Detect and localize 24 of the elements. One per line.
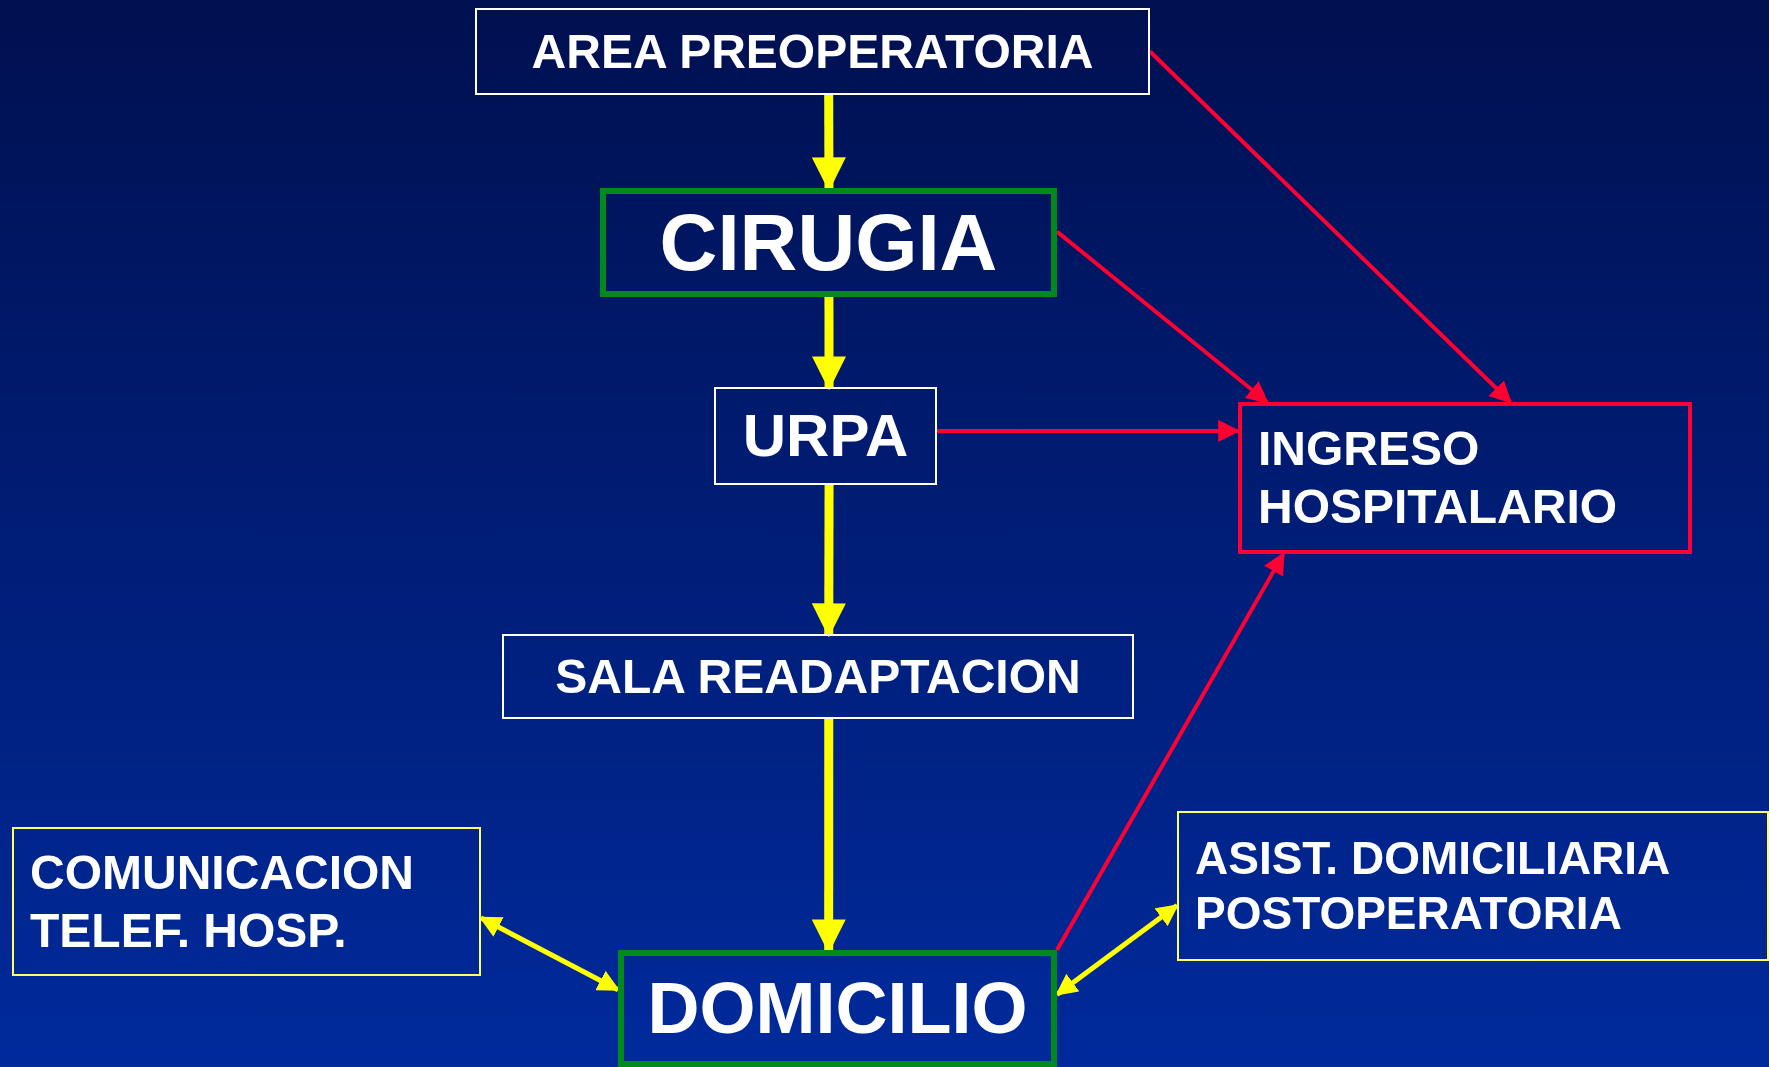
support-box — [1177, 811, 1769, 961]
arrow — [1055, 552, 1286, 951]
arrow — [811, 485, 846, 638]
node-label: SALA READAPTACION — [555, 648, 1081, 705]
process-box — [475, 8, 1150, 95]
node-label: ASIST. DOMICILIARIA POSTOPERATORIA — [1195, 830, 1670, 941]
node-label: INGRESO HOSPITALARIO — [1258, 421, 1619, 535]
process-box — [600, 188, 1057, 297]
outcome-box — [1238, 402, 1692, 554]
arrow — [812, 297, 847, 391]
arrow — [1055, 903, 1179, 997]
node-label: COMUNICACION TELEF. HOSP. — [30, 844, 415, 959]
node-label: DOMICILIO — [647, 967, 1028, 1051]
arrow — [1055, 230, 1269, 404]
process-box — [618, 950, 1057, 1067]
support-box — [12, 827, 481, 976]
arrow — [937, 419, 1241, 442]
arrow — [479, 915, 620, 992]
process-box — [502, 634, 1134, 719]
arrow — [1148, 50, 1512, 404]
node-label: URPA — [742, 401, 909, 471]
node-label: AREA PREOPERATORIA — [531, 23, 1094, 80]
process-box — [714, 387, 937, 485]
node-label: CIRUGIA — [659, 196, 998, 289]
